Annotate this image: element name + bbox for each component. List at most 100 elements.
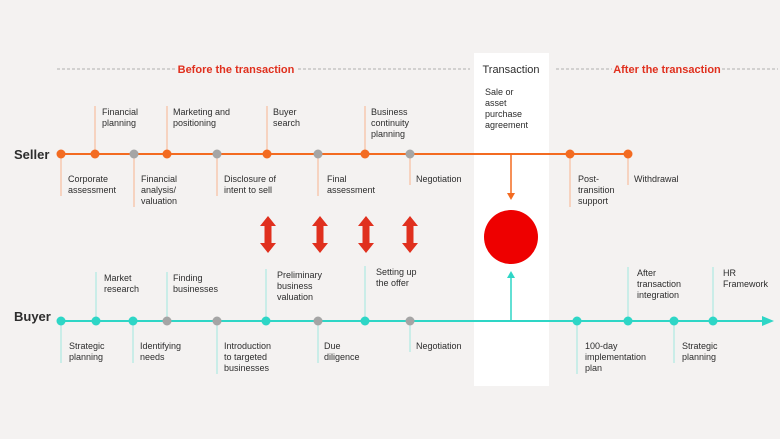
transaction-note: Sale or asset purchase agreement: [485, 87, 529, 130]
seller-step-label-line: Disclosure of: [224, 174, 277, 184]
seller-step-label-line: planning: [371, 129, 405, 139]
seller-step-label-line: Withdrawal: [634, 174, 679, 184]
seller-step-label-line: Negotiation: [416, 174, 462, 184]
buyer-step-label-line: integration: [637, 290, 679, 300]
buyer-step-label-line: planning: [69, 352, 103, 362]
buyer-step-dot: [128, 316, 138, 326]
buyer-step-label-line: Setting up: [376, 267, 417, 277]
buyer-step-label-line: Negotiation: [416, 341, 462, 351]
seller-step-label-line: Final: [327, 174, 347, 184]
seller-step-label-line: Financial: [141, 174, 177, 184]
double-arrow-icon: [358, 216, 374, 253]
header-after: After the transaction: [613, 64, 721, 76]
seller-step-dot: [405, 149, 415, 159]
seller-step-dot: [129, 149, 139, 159]
buyer-step-dot: [261, 316, 271, 326]
buyer-step-label-line: After: [637, 268, 656, 278]
buyer-step-label-line: planning: [682, 352, 716, 362]
buyer-step-dot: [708, 316, 718, 326]
header-before: Before the transaction: [178, 64, 295, 76]
buyer-step-label-line: Identifying: [140, 341, 181, 351]
seller-step-label: Withdrawal: [634, 174, 679, 184]
seller-step-label-line: support: [578, 196, 609, 206]
transaction-note-line: purchase: [485, 109, 522, 119]
double-arrow-icon: [260, 216, 276, 253]
seller-step-dot: [212, 149, 222, 159]
header-transaction: Transaction: [482, 64, 539, 76]
seller-step-dot: [162, 149, 172, 159]
buyer-step-label-line: implementation: [585, 352, 646, 362]
buyer-step-dot: [162, 316, 172, 326]
seller-step-label-line: Corporate: [68, 174, 108, 184]
transaction-note-line: Sale or: [485, 87, 514, 97]
seller-step-label-line: positioning: [173, 118, 216, 128]
lane-label-seller: Seller: [14, 147, 49, 162]
double-arrow-icon: [312, 216, 328, 253]
double-arrows: [260, 216, 418, 253]
buyer-step-label: Negotiation: [416, 341, 462, 351]
seller-step-dot: [565, 149, 575, 159]
seller-step-label-line: assessment: [327, 185, 376, 195]
seller-step-dot: [313, 149, 323, 159]
buyer-step-label-line: plan: [585, 363, 602, 373]
buyer-step-label-line: Framework: [723, 279, 769, 289]
lane-label-buyer: Buyer: [14, 309, 51, 324]
seller-step-label-line: continuity: [371, 118, 410, 128]
buyer-step-dot: [212, 316, 222, 326]
seller-step-dot: [623, 149, 633, 159]
buyer-step-label-line: diligence: [324, 352, 360, 362]
buyer-step-label-line: the offer: [376, 278, 409, 288]
transaction-note-line: asset: [485, 98, 507, 108]
buyer-step-label-line: Strategic: [69, 341, 105, 351]
buyer-step-dot: [405, 316, 415, 326]
seller-step-label: Negotiation: [416, 174, 462, 184]
seller-step-label-line: Business: [371, 107, 408, 117]
seller-step-dot: [360, 149, 370, 159]
seller-step-label-line: intent to sell: [224, 185, 272, 195]
buyer-to-transaction-arrowhead: [507, 271, 515, 278]
buyer-step-dot: [623, 316, 633, 326]
transaction-note-line: agreement: [485, 120, 529, 130]
seller-step-label-line: planning: [102, 118, 136, 128]
seller-step-label-line: analysis/: [141, 185, 177, 195]
buyer-step-label-line: HR: [723, 268, 736, 278]
buyer-step-label-line: businesses: [224, 363, 270, 373]
buyer-step-label-line: businesses: [173, 284, 219, 294]
seller-step-label-line: valuation: [141, 196, 177, 206]
transaction-circle: [484, 210, 538, 264]
seller-step-dot: [262, 149, 272, 159]
seller-step-label-line: search: [273, 118, 300, 128]
seller-step-label-line: Financial: [102, 107, 138, 117]
buyer-step-label-line: to targeted: [224, 352, 267, 362]
buyer-step-dot: [669, 316, 679, 326]
seller-to-transaction-arrowhead: [507, 193, 515, 200]
buyer-step-label-line: research: [104, 284, 139, 294]
buyer-step-label-line: valuation: [277, 292, 313, 302]
buyer-step-label-line: transaction: [637, 279, 681, 289]
buyer-step-label-line: Strategic: [682, 341, 718, 351]
buyer-step-label-line: needs: [140, 352, 165, 362]
buyer-step-label-line: 100-day: [585, 341, 618, 351]
seller-step-label-line: assessment: [68, 185, 117, 195]
buyer-step-dot: [313, 316, 323, 326]
double-arrow-icon: [402, 216, 418, 253]
